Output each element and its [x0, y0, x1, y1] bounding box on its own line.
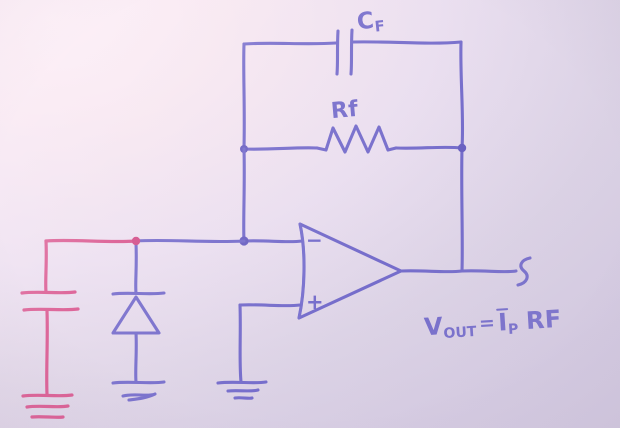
wire-input-node-blue — [134, 238, 246, 244]
capacitor-red-plate-bottom — [22, 307, 80, 312]
ground-red-bar2 — [25, 404, 70, 409]
ground-noninverting-bar2 — [226, 388, 260, 393]
wire-red-cap-bottom — [45, 309, 49, 396]
node-dot-rf-right — [457, 143, 467, 153]
resistor-rf-zigzag — [315, 124, 398, 154]
ground-noninverting-bar3 — [233, 396, 254, 400]
capacitor-cf-plate-right — [349, 28, 354, 76]
wire-feedback-left-lower — [242, 147, 246, 243]
diode-triangle — [111, 295, 161, 335]
wire-cf-right — [351, 40, 463, 45]
output-terminal-squiggle — [516, 256, 532, 287]
wire-red-cap-top — [44, 239, 48, 294]
wire-noninverting-input — [238, 303, 302, 308]
ground-red-bar1 — [21, 393, 74, 398]
wire-feedback-left-upper — [242, 42, 246, 150]
wire-cf-left — [242, 41, 338, 46]
ground-diode-bar1 — [111, 380, 166, 385]
label-inverting-input: − — [306, 228, 324, 252]
wire-diode-bottom — [134, 331, 138, 384]
wire-rf-left — [242, 146, 319, 151]
capacitor-red-plate-top — [20, 290, 77, 295]
wire-inverting-input — [242, 239, 304, 244]
ground-noninverting-bar1 — [216, 380, 268, 385]
label-noninverting-input: + — [306, 290, 324, 314]
wire-diode-top — [134, 241, 138, 295]
wire-input-node-red — [44, 238, 138, 244]
wire-output — [399, 269, 518, 274]
node-dot-input — [131, 236, 141, 246]
wire-noninverting-to-ground — [238, 303, 243, 384]
capacitor-cf-plate-left — [335, 29, 340, 76]
ground-diode-bar2 — [121, 392, 157, 402]
label-feedback-capacitor: CF — [355, 7, 386, 36]
wire-rf-right — [394, 145, 464, 150]
wire-feedback-right-rail — [459, 40, 465, 273]
label-feedback-resistor: Rf — [329, 96, 360, 125]
diode-cathode-bar — [111, 291, 166, 296]
ground-red-bar3 — [30, 415, 65, 419]
